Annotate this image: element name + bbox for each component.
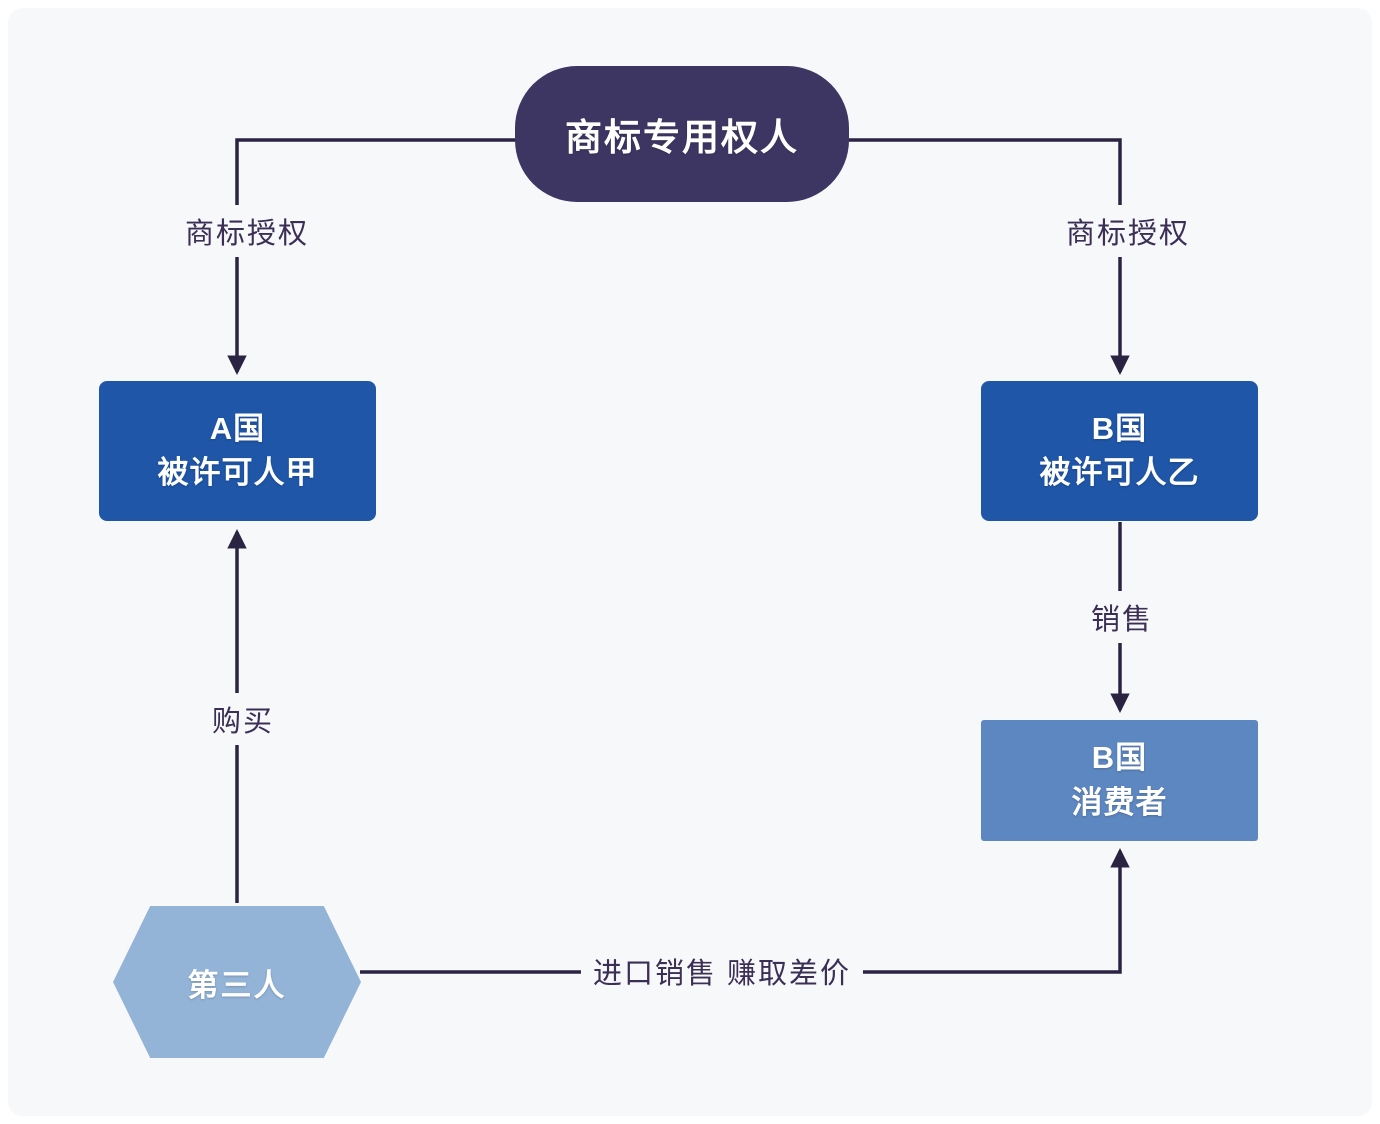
edge-label-sell: 销售 xyxy=(1078,591,1166,643)
consumer-b-name: 消费者 xyxy=(1071,784,1168,820)
consumer-b-country: B国 xyxy=(1091,740,1148,776)
edge-label-import-sell: 进口销售 赚取差价 xyxy=(580,945,864,997)
node-licensee-a: A国 被许可人甲 xyxy=(99,381,376,521)
edge-label-authorize-right: 商标授权 xyxy=(1053,205,1203,257)
third-party-label: 第三人 xyxy=(187,967,287,1003)
licensee-a-country: A国 xyxy=(209,410,266,446)
trademark-owner-label: 商标专用权人 xyxy=(565,117,799,158)
edge-label-buy: 购买 xyxy=(199,693,287,745)
licensee-a-name: 被许可人甲 xyxy=(157,455,318,490)
node-consumer-b: B国 消费者 xyxy=(981,720,1258,841)
diagram-canvas: 商标专用权人 A国 被许可人甲 B国 被许可人乙 B国 消费者 第三人 商标授权… xyxy=(8,8,1372,1116)
licensee-b-country: B国 xyxy=(1091,410,1148,446)
edge-label-authorize-left: 商标授权 xyxy=(172,205,322,257)
node-third-party: 第三人 xyxy=(113,906,361,1058)
licensee-b-name: 被许可人乙 xyxy=(1039,455,1200,490)
node-trademark-owner: 商标专用权人 xyxy=(515,66,849,202)
node-licensee-b: B国 被许可人乙 xyxy=(981,381,1258,521)
